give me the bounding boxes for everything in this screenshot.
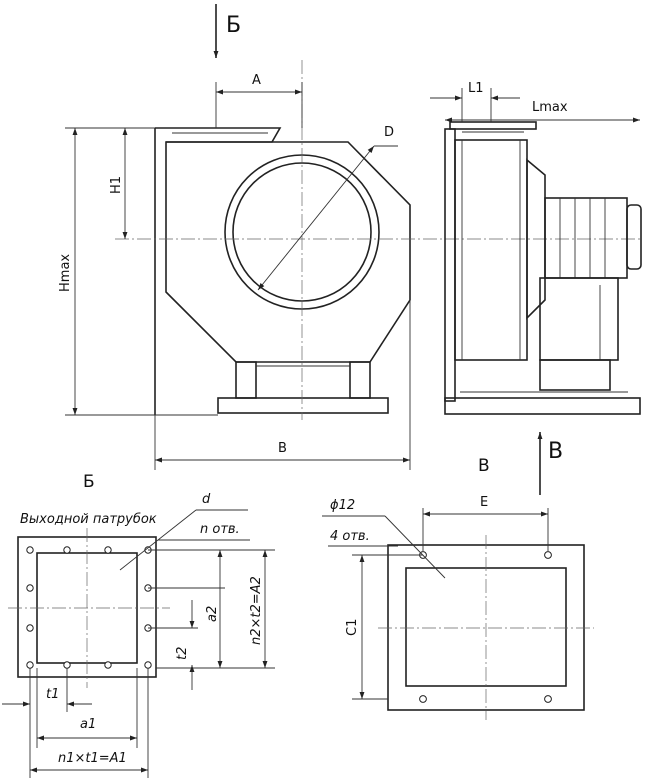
side-outlet-flange (449, 121, 537, 130)
base-holes (419, 551, 552, 703)
side-base-plate (444, 397, 641, 415)
dim-a-label: A (252, 73, 261, 88)
base-plate (217, 397, 389, 414)
view-v-arrow-label: В (548, 439, 563, 464)
dim-hmax-label: Hmax (58, 254, 73, 292)
flange-holes (26, 546, 152, 669)
dim-n1t1-label: n1×t1=A1 (58, 751, 127, 766)
view-v-title: В (478, 456, 490, 476)
outlet-flange (155, 127, 282, 143)
outlet-caption: Выходной патрубок (20, 512, 157, 527)
dim-l1-label: L1 (468, 81, 484, 96)
view-b-arrow-label: Б (226, 13, 241, 38)
side-housing-body (454, 139, 528, 361)
base-hole (544, 551, 552, 559)
base-hole (544, 695, 552, 703)
base-hole (419, 695, 427, 703)
dim-a1-label: a1 (80, 717, 96, 732)
motor-stand (539, 277, 619, 361)
dim-d-small-label: d (202, 492, 211, 507)
outlet-flange-view: Б Выходной патрубок d n отв. (2, 472, 275, 778)
dim-b-label: B (278, 441, 287, 456)
motor-adapter (526, 158, 546, 320)
dim-t1-label: t1 (46, 687, 59, 702)
flange-hole (104, 546, 112, 554)
dim-phi12-label: ϕ12 (330, 498, 355, 513)
dim-c1-label: C1 (345, 619, 360, 636)
flange-hole (26, 661, 34, 669)
front-view: Б A D H1 Hmax (58, 4, 640, 470)
flange-hole (26, 584, 34, 592)
dim-h1-label: H1 (109, 176, 124, 194)
holes-4-label: 4 отв. (330, 529, 370, 544)
view-b-title: Б (83, 472, 95, 492)
dim-e-label: E (480, 495, 488, 510)
side-housing (444, 128, 456, 402)
flange-hole (144, 661, 152, 669)
motor-body (544, 197, 628, 279)
motor-stand-block (539, 359, 611, 391)
flange-hole (63, 546, 71, 554)
support-leg-left (235, 361, 257, 399)
dim-a2-label: a2 (205, 606, 220, 622)
flange-hole (104, 661, 112, 669)
flange-hole (26, 546, 34, 554)
holes-n-label: n отв. (200, 522, 240, 537)
dim-lmax-label: Lmax (532, 100, 568, 115)
flange-hole (26, 624, 34, 632)
side-view: L1 Lmax В (430, 81, 642, 495)
motor-endcap (626, 204, 642, 270)
dim-t2-label: t2 (175, 647, 190, 660)
support-leg-right (349, 361, 371, 399)
base-view: В ϕ12 4 отв. E C1 (322, 456, 594, 720)
dim-d-line (257, 145, 375, 291)
dim-n2t2-label: n2×t2=A2 (249, 576, 264, 645)
fan-housing (165, 141, 411, 363)
leader-phi12-diag (384, 515, 446, 579)
flange-hole (63, 661, 71, 669)
dim-d-label: D (384, 125, 394, 140)
